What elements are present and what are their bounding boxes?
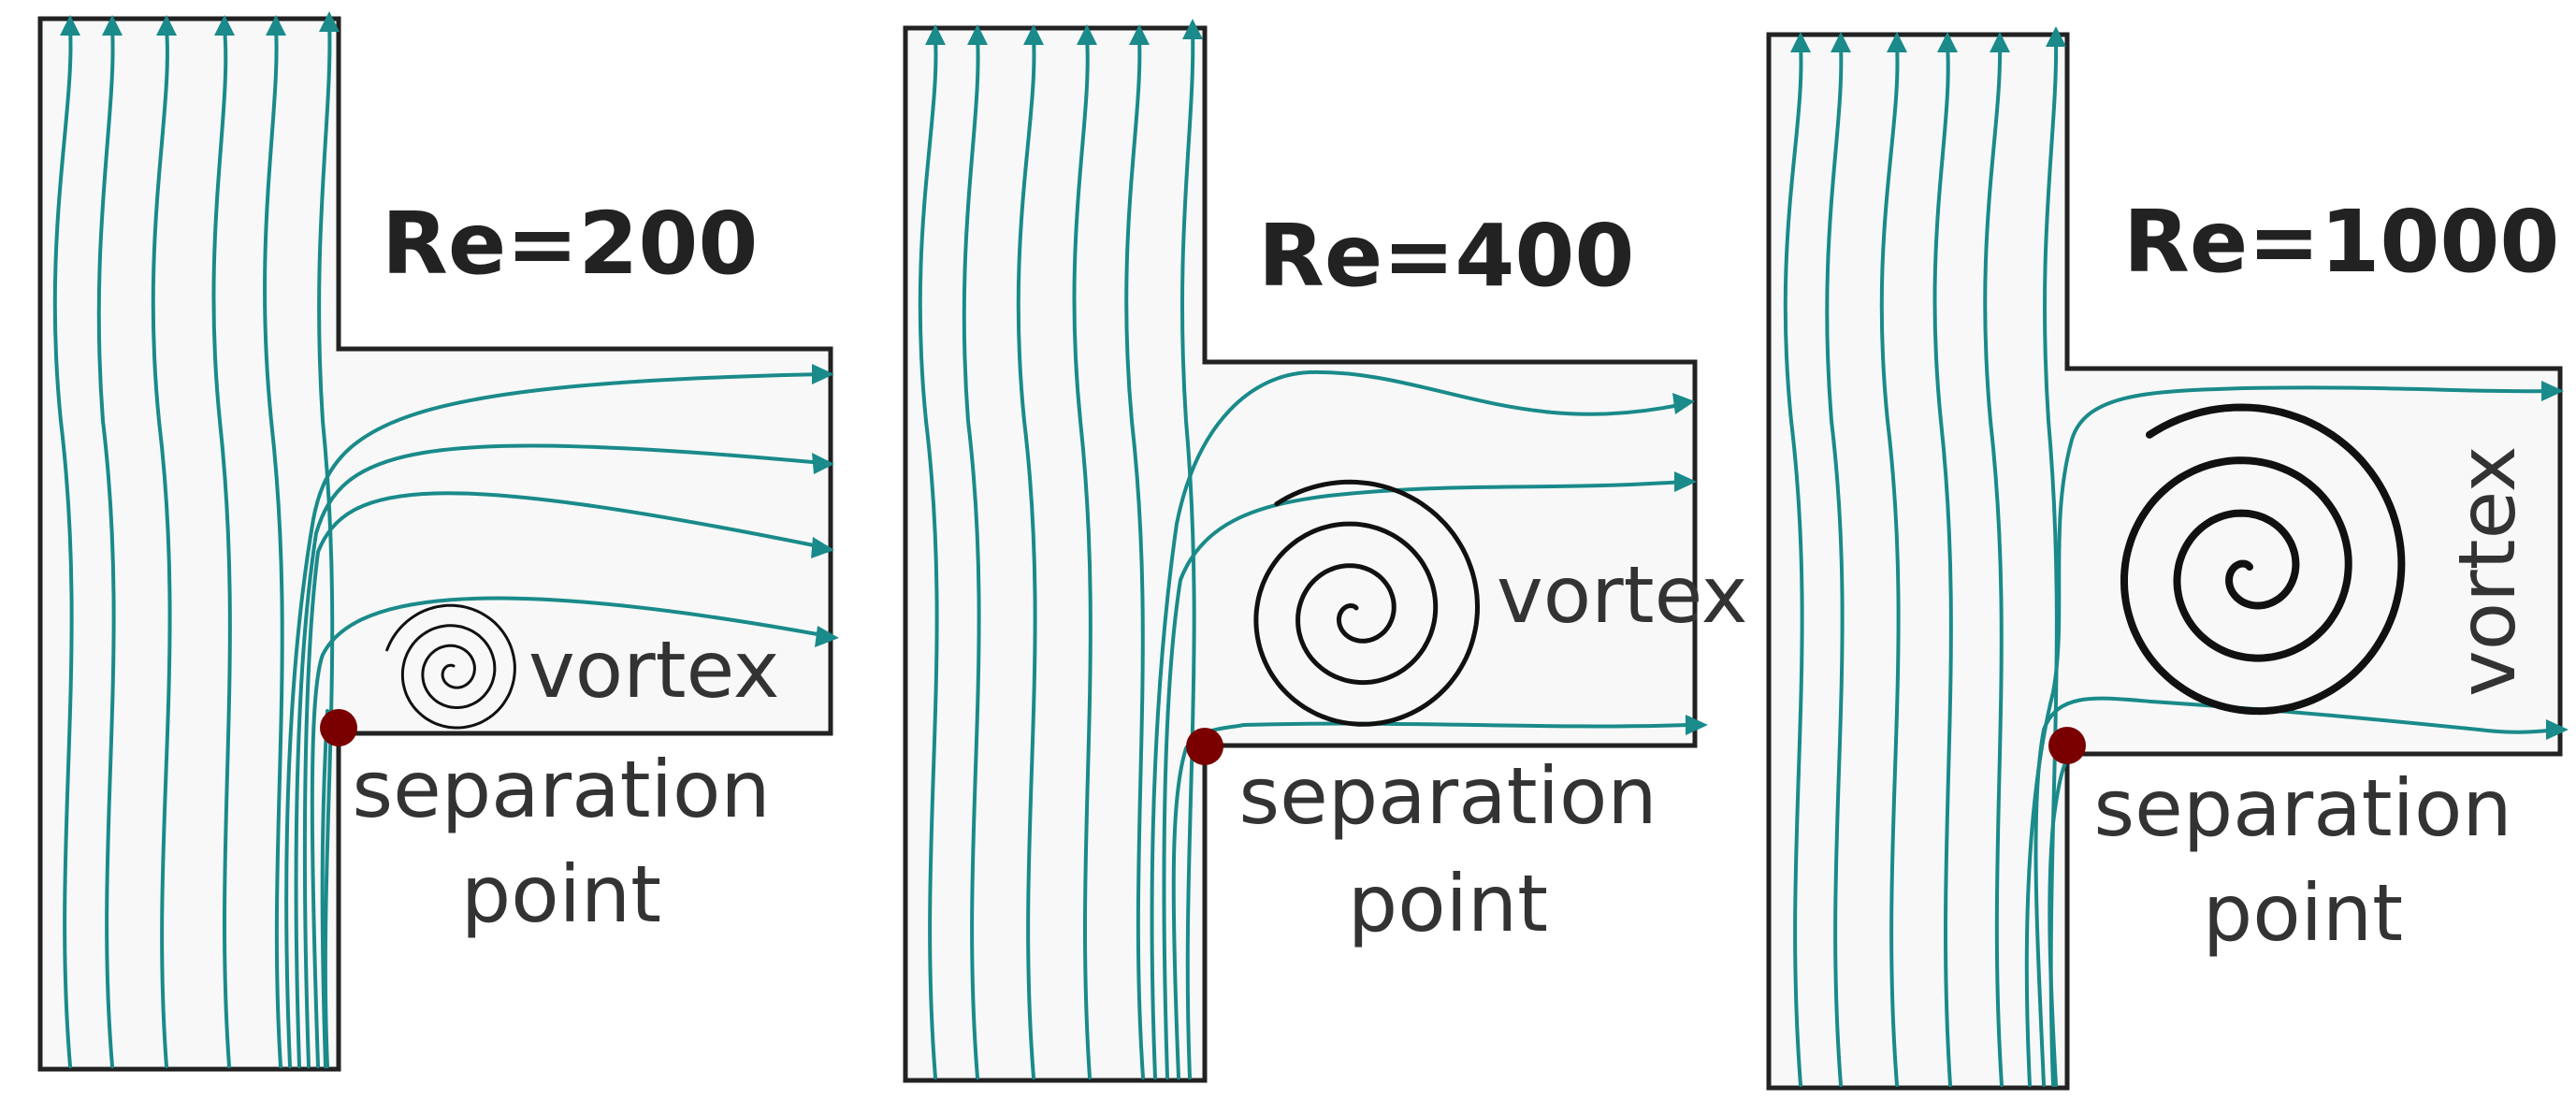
panel-re-200: Re=200 vortex separation point: [37, 11, 839, 1072]
streamline: [1072, 36, 1093, 1079]
separation-point-marker: [1186, 728, 1223, 765]
streamline: [52, 26, 74, 1068]
t-junction-domain: [903, 25, 1698, 1083]
arrowhead: [925, 24, 946, 45]
arrowhead: [2541, 381, 2564, 401]
streamline: [2024, 385, 2551, 1087]
arrowhead: [812, 364, 834, 384]
streamline-arrowheads: [1790, 26, 2569, 740]
arrowhead: [1674, 471, 1697, 492]
vortex-label: vortex: [528, 624, 780, 716]
separation-point-marker: [2048, 727, 2086, 764]
arrowhead: [214, 15, 235, 36]
streamlines: [918, 28, 1690, 1079]
t-junction-domain: [37, 16, 833, 1072]
streamline: [2048, 758, 2069, 1087]
streamline-arrowheads: [60, 11, 839, 647]
streamline: [263, 26, 284, 1068]
arrowhead: [811, 537, 834, 558]
arrowhead: [1790, 32, 1811, 52]
streamline: [1825, 43, 1845, 1087]
separation-point-marker: [320, 709, 357, 746]
arrowhead: [1831, 32, 1851, 52]
arrowhead: [1937, 32, 1958, 52]
vortex-label: vortex: [2441, 446, 2533, 698]
streamline: [1983, 43, 2004, 1087]
arrowhead: [1182, 19, 1203, 39]
arrowhead: [1672, 393, 1695, 414]
arrowhead: [967, 24, 988, 45]
streamline: [1162, 480, 1686, 1079]
arrowhead: [319, 11, 340, 32]
streamline-arrowheads: [925, 19, 1708, 735]
separation-point-label: separation: [1238, 750, 1657, 842]
panel-re-1000: Re=1000 vortex separation point: [1766, 26, 2569, 1091]
separation-point-label-line2: point: [2203, 867, 2403, 959]
streamline: [96, 26, 116, 1068]
streamline: [294, 443, 825, 1068]
vortex-spiral-path: [2120, 403, 2406, 716]
streamline: [320, 709, 329, 1068]
arrowhead: [60, 15, 80, 36]
streamline: [1879, 43, 1901, 1087]
streamline: [1783, 43, 1804, 1087]
streamlines: [1783, 36, 2560, 1087]
vortex-label: vortex: [1497, 549, 1748, 641]
separation-point-label: separation: [352, 744, 770, 835]
streamline: [317, 19, 335, 1068]
streamline: [962, 36, 981, 1079]
arrowhead: [1023, 24, 1044, 45]
vortex-spiral: [2120, 403, 2406, 716]
streamline: [918, 36, 939, 1079]
arrowhead: [1129, 24, 1150, 45]
arrowhead: [156, 15, 177, 36]
arrowhead: [102, 15, 123, 36]
vortex-spiral: [385, 603, 516, 730]
streamline: [284, 372, 825, 1068]
t-junction-domain: [1766, 32, 2563, 1091]
streamline: [1932, 43, 1953, 1087]
streamline: [2033, 696, 2560, 1087]
vortex-spiral: [1253, 479, 1481, 727]
arrowhead: [2546, 719, 2569, 740]
streamline: [302, 491, 825, 1068]
streamline: [151, 26, 172, 1068]
separation-point-label: separation: [2093, 762, 2511, 854]
streamline: [211, 26, 232, 1068]
arrowhead: [815, 626, 839, 647]
separation-point-label-line2: point: [1348, 858, 1548, 949]
arrowhead: [1686, 715, 1708, 735]
streamline: [1171, 721, 1690, 1079]
reynolds-number-label: Re=200: [382, 194, 758, 294]
vortex-spiral-path: [1253, 479, 1481, 727]
streamline: [1150, 369, 1686, 1079]
reynolds-number-label: Re=1000: [2123, 192, 2559, 292]
streamlines: [52, 19, 830, 1068]
panel-re-400: Re=400 vortex separation point: [903, 19, 1748, 1083]
arrowhead: [812, 453, 834, 474]
reynolds-number-label: Re=400: [1258, 206, 1634, 306]
arrowhead: [266, 15, 286, 36]
arrowhead: [1990, 32, 2010, 52]
arrowhead: [1887, 32, 1907, 52]
vortex-spiral-path: [385, 603, 516, 730]
separation-point-label-line2: point: [461, 848, 661, 940]
streamline: [310, 596, 830, 1068]
arrowhead: [1077, 24, 1097, 45]
streamline: [1016, 36, 1037, 1079]
streamline: [1124, 36, 1145, 1079]
arrowhead: [2046, 26, 2066, 47]
